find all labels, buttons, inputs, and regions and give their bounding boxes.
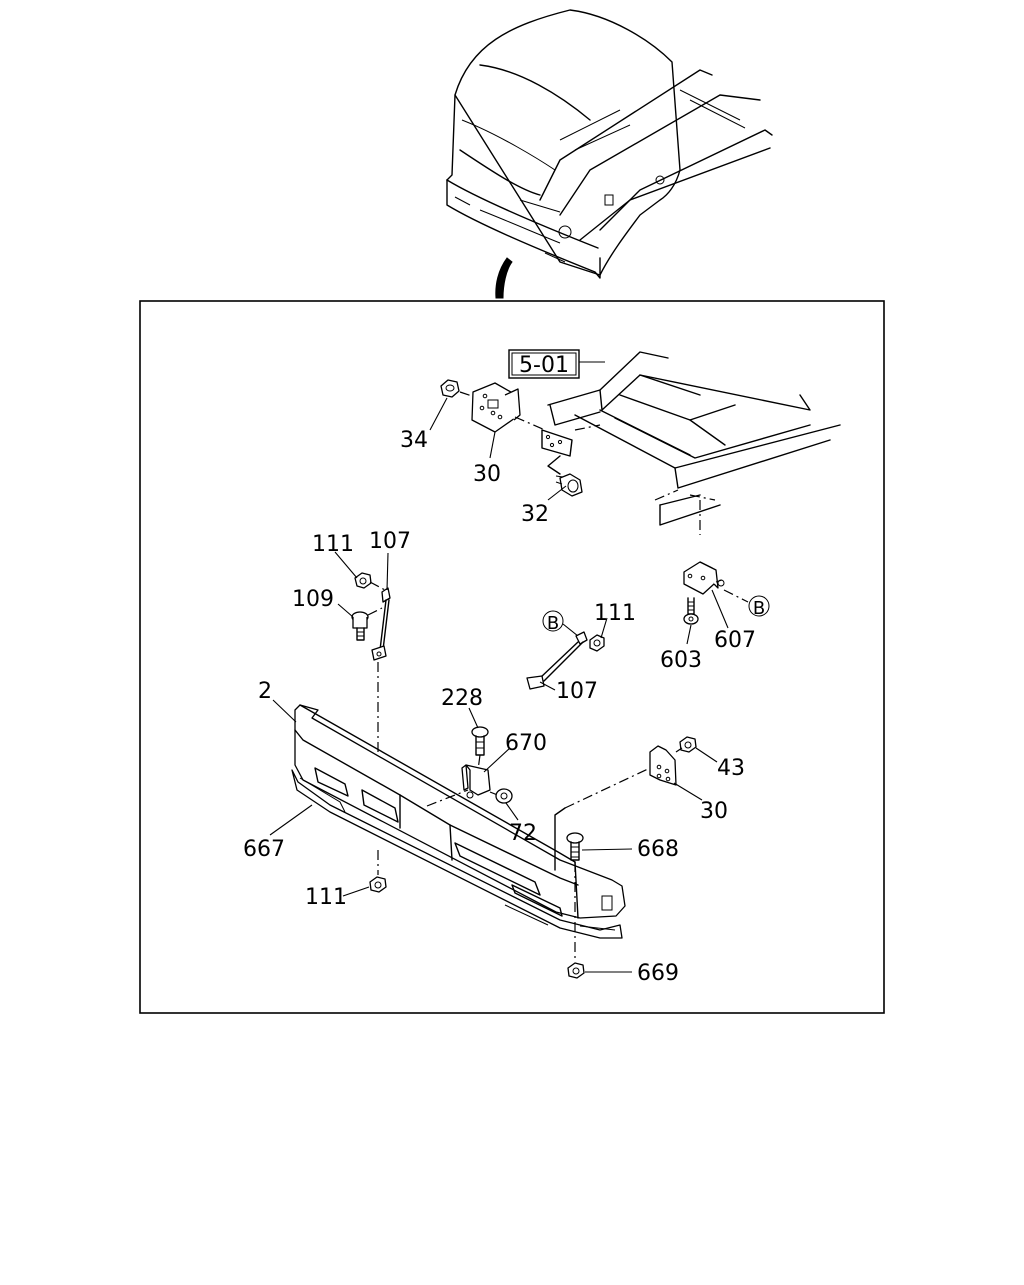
bolt-32[interactable] <box>555 473 583 497</box>
callout-32: 32 <box>521 502 549 527</box>
washer-72[interactable] <box>495 788 513 804</box>
link-line <box>554 807 566 871</box>
callout-30-upper: 30 <box>473 462 501 487</box>
callout-30-lower: 30 <box>700 799 728 824</box>
callout-228: 228 <box>441 686 483 711</box>
bracket-30-lower[interactable] <box>649 745 677 786</box>
nut-43[interactable] <box>679 736 697 753</box>
reference-box-label: 5-01 <box>519 353 569 378</box>
chassis-frame-detail <box>541 351 841 535</box>
nut-34[interactable] <box>440 379 460 398</box>
callout-669: 669 <box>637 961 679 986</box>
bracket-670[interactable] <box>461 764 491 799</box>
callout-668: 668 <box>637 837 679 862</box>
bumper-lower-667[interactable] <box>291 769 623 939</box>
callout-109: 109 <box>292 587 334 612</box>
centerline <box>459 391 476 398</box>
bolt-603[interactable] <box>683 597 699 625</box>
callout-111-left: 111 <box>312 532 354 557</box>
centerline <box>514 416 546 431</box>
connector-b-right-label: B <box>753 598 765 619</box>
bolt-228[interactable] <box>471 726 489 756</box>
centerline <box>477 754 481 771</box>
bracket-607[interactable] <box>683 561 725 595</box>
detail-frame <box>139 300 885 1014</box>
centerline <box>723 589 749 603</box>
callout-111-lower: 111 <box>305 885 347 910</box>
nut-111-lower[interactable] <box>369 876 387 893</box>
connector-b-left-label: B <box>547 613 559 634</box>
callout-603: 603 <box>660 648 702 673</box>
connector-b-left[interactable]: B <box>542 610 579 637</box>
callout-111-middle: 111 <box>594 601 636 626</box>
bolt-109[interactable] <box>351 607 383 641</box>
callout-107-middle: 107 <box>556 679 598 704</box>
truck-cab-overview <box>446 9 773 299</box>
callout-670: 670 <box>505 731 547 756</box>
nut-669[interactable] <box>567 962 585 979</box>
nut-111-middle[interactable] <box>589 634 605 652</box>
stay-107-middle[interactable] <box>526 631 588 690</box>
centerline <box>426 789 469 807</box>
callout-2: 2 <box>258 679 272 704</box>
callout-43: 43 <box>717 756 745 781</box>
centerline <box>675 747 683 753</box>
callout-107-left: 107 <box>369 529 411 554</box>
centerline <box>564 767 651 809</box>
front-bumper-2[interactable] <box>294 704 626 919</box>
connector-b-right[interactable]: B <box>748 595 770 619</box>
callout-72: 72 <box>509 821 537 846</box>
callout-34: 34 <box>400 428 428 453</box>
bolt-668[interactable] <box>566 832 584 861</box>
callout-667: 667 <box>243 837 285 862</box>
callout-607: 607 <box>714 628 756 653</box>
nut-111-left[interactable] <box>354 572 372 589</box>
bracket-30-upper[interactable] <box>471 382 521 433</box>
callouts: 34 30 32 111 107 109 111 107 603 607 2 2… <box>243 397 756 986</box>
stay-107-left[interactable] <box>369 581 391 661</box>
reference-box[interactable]: 5-01 <box>508 349 605 379</box>
